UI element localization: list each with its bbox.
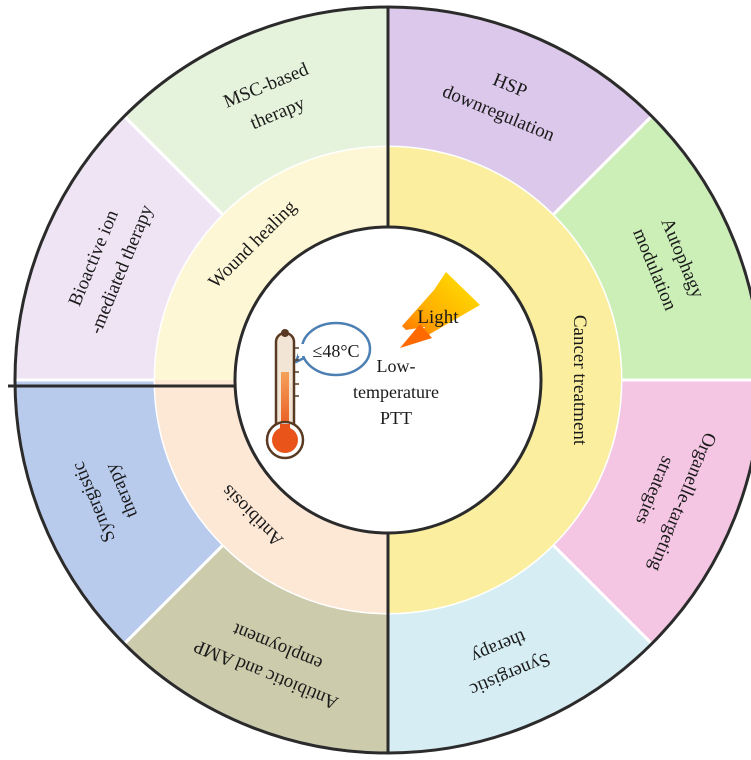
outer-ring — [13, 5, 751, 755]
outer-boundary — [13, 5, 751, 755]
center-content: Low- temperature PTT ≤48°C — [265, 272, 480, 460]
center-line-1: Low- — [377, 356, 416, 376]
inner-label: Cancer treatment — [569, 315, 590, 446]
temperature-bubble: ≤48°C — [294, 321, 372, 377]
temperature-text: ≤48°C — [312, 341, 359, 361]
center-line-2: temperature — [353, 382, 439, 402]
center-line-3: PTT — [380, 408, 412, 428]
inner-segment — [388, 147, 621, 613]
inner-segment — [155, 147, 388, 380]
inner-ring — [155, 147, 621, 613]
thermometer-icon — [265, 329, 305, 460]
inner-segment — [155, 380, 388, 613]
light-arrow-icon: Light — [400, 272, 480, 348]
light-label: Light — [417, 307, 459, 328]
